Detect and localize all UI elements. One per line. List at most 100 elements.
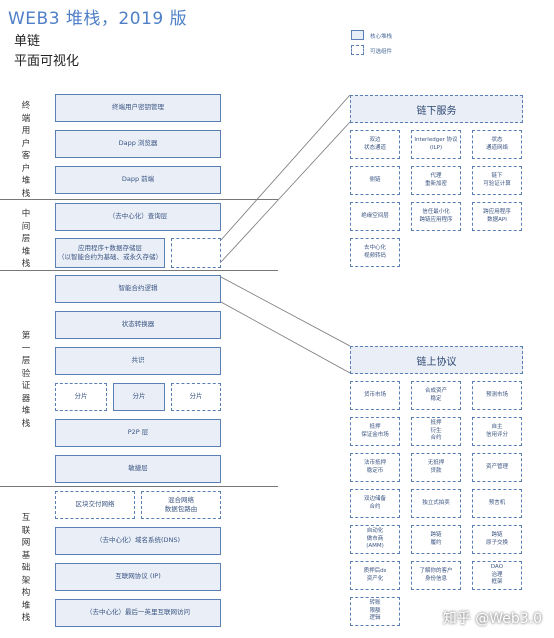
separator (0, 486, 278, 487)
panel-cell: 法币抵押稳定币 (350, 453, 400, 482)
separator (0, 199, 278, 200)
legend-optional-swatch (351, 45, 364, 55)
panel-cell-text: 绝缘空间层 (361, 213, 389, 220)
panel-cell: 自主信用评分 (472, 417, 522, 446)
panel-cell-line: 侧链 (369, 176, 381, 183)
panel-cell-line: 重新加密 (424, 180, 447, 187)
panel-cell-line: 了解你的客户 (419, 568, 453, 575)
panel-cell-text: 资产管理 (486, 464, 508, 471)
panel-cell: 了解你的客户身份信息 (411, 561, 461, 590)
panel-cell: 双边状态通道 (350, 130, 400, 159)
panel-cell-line: 跨链应用程序 (419, 216, 453, 223)
panel-cell-line: 状态通道 (363, 144, 386, 151)
panel-cell-line: 衍生 (430, 427, 442, 434)
panel-cell: 侧链 (350, 166, 400, 195)
panel-cell-text: 货币市场 (364, 392, 386, 399)
panel-cell-line: 资产化 (366, 575, 384, 582)
panel-cell: 抵押衍生合约 (411, 417, 461, 446)
panel-cell-line: DAO (490, 564, 504, 571)
panel-cell-line: 数据API (487, 216, 507, 223)
panel-cell-text: 法币抵押稳定币 (364, 460, 386, 475)
panel-cell-line: 状态 (491, 137, 503, 144)
panel-cell-text: 跨链履约 (430, 532, 441, 547)
panel-cell: 转账限额逻辑 (350, 597, 400, 626)
block-dapp-client: Dapp 前端 (55, 166, 221, 194)
subtitle-single-chain: 单链 (14, 34, 41, 49)
panel-cell-line: 预测市场 (485, 391, 508, 398)
panel-cell: 状态通道网络 (472, 130, 522, 159)
panel-cell-line: 法币抵押 (363, 460, 386, 467)
panel-cell-text: 合成资产稳定 (425, 388, 447, 403)
panel-cell: 抵押保证金市场 (350, 417, 400, 446)
panel-cell-text: 转账限额逻辑 (369, 600, 380, 622)
panel-cell-line: 抵押 (430, 420, 442, 427)
app-storage-line2: （以智能合约为基础、或永久存储） (58, 253, 162, 261)
panel-cell: 跨链原子交换 (472, 525, 522, 554)
panel-cell-text: 自主信用评分 (486, 424, 508, 439)
panel-cell-text: 双边状态通道 (364, 137, 386, 152)
panel-cell-line: 履约 (430, 539, 442, 546)
panel-cell-line: 链下 (491, 173, 503, 180)
panel-cell-line: 保证金市场 (361, 431, 389, 438)
panel-cell: 合成资产稳定 (411, 381, 461, 410)
panel-cell: 货币市场 (350, 381, 400, 410)
panel-cell-line: 跨链 (491, 532, 503, 539)
block-shard-right: 分片 (171, 383, 221, 411)
mixnet-line2: 数据包路由 (164, 505, 198, 513)
block-dapp-browser: Dapp 浏览器 (55, 130, 221, 158)
panel-cell: 预测市场 (472, 381, 522, 410)
panel-cell-line: 贷款 (430, 467, 442, 474)
panel-cell-text: 了解你的客户身份信息 (419, 568, 452, 583)
panel-cell-line: 预言机 (488, 499, 506, 506)
panel-cell: 信任最小化跨链应用程序 (411, 202, 461, 231)
panel-cell-text: 跨应用程序数据API (483, 209, 511, 224)
panel-cell: 跨应用程序数据API (472, 202, 522, 231)
block-smart-contract: 智能合约逻辑 (55, 275, 221, 303)
panel-cell-text: Interledger 协议(ILP) (414, 137, 457, 152)
app-storage-line1: 应用程序+数据存储层 (78, 243, 142, 252)
offchain-header: 链下服务 (350, 95, 523, 123)
block-optional-storage (171, 238, 221, 268)
panel-cell-line: 自动化 (366, 528, 384, 535)
panel-cell-line: 跨应用程序 (483, 209, 511, 216)
label-layer1-stack: 第一层验证器堆栈 (21, 331, 31, 429)
panel-cell-line: 双边储备 (363, 496, 386, 503)
panel-cell-line: 独立式拍卖 (422, 499, 450, 506)
panel-cell-text: 代理重新加密 (425, 173, 447, 188)
panel-cell-text: 预测市场 (486, 392, 508, 399)
panel-cell-line: Interledger 协议 (414, 137, 458, 144)
label-infra-stack: 互联网基础架构堆栈 (21, 513, 31, 623)
page-title: WEB3 堆栈，2019 版 (8, 9, 188, 29)
panel-cell-line: 无抵押 (427, 460, 445, 467)
panel-cell-line: (ILP) (429, 144, 443, 151)
panel-cell-line: 合成资产 (424, 388, 447, 395)
panel-cell-line: 视频转码 (363, 252, 386, 259)
panel-cell-line: 限额 (369, 607, 381, 614)
panel-cell-line: 合约 (430, 435, 442, 442)
panel-cell-line: 双边 (369, 137, 381, 144)
panel-cell: 代理重新加密 (411, 166, 461, 195)
subtitle-flat-view: 平面可视化 (14, 54, 80, 69)
panel-cell-text: 自动化做市商(AMM) (366, 528, 384, 550)
panel-cell: 去中心化视频转码 (350, 238, 400, 267)
legend-optional-label: 可选组件 (370, 49, 393, 55)
block-shard-left: 分片 (55, 383, 107, 411)
panel-cell-line: 稳定币 (366, 467, 384, 474)
label-user-stack: 终端用户客户堆栈 (21, 101, 31, 199)
mixnet-line1: 混合网络 (168, 495, 194, 504)
panel-cell-text: 链下可验证计算 (483, 173, 511, 188)
block-state-converter: 状态转换器 (55, 311, 221, 339)
panel-cell-text: 抵押保证金市场 (361, 424, 389, 439)
panel-cell: 双边储备合约 (350, 489, 400, 518)
panel-cell-line: 通道网络 (485, 144, 508, 151)
block-mixnet: 混合网络 数据包路由 (141, 491, 221, 519)
panel-cell-line: 绝缘空间层 (361, 212, 389, 219)
watermark: 知乎 @Web3.0 (442, 611, 542, 627)
separator (0, 270, 278, 271)
panel-cell-line: 信用评分 (485, 431, 508, 438)
legend-core-swatch (351, 30, 364, 40)
